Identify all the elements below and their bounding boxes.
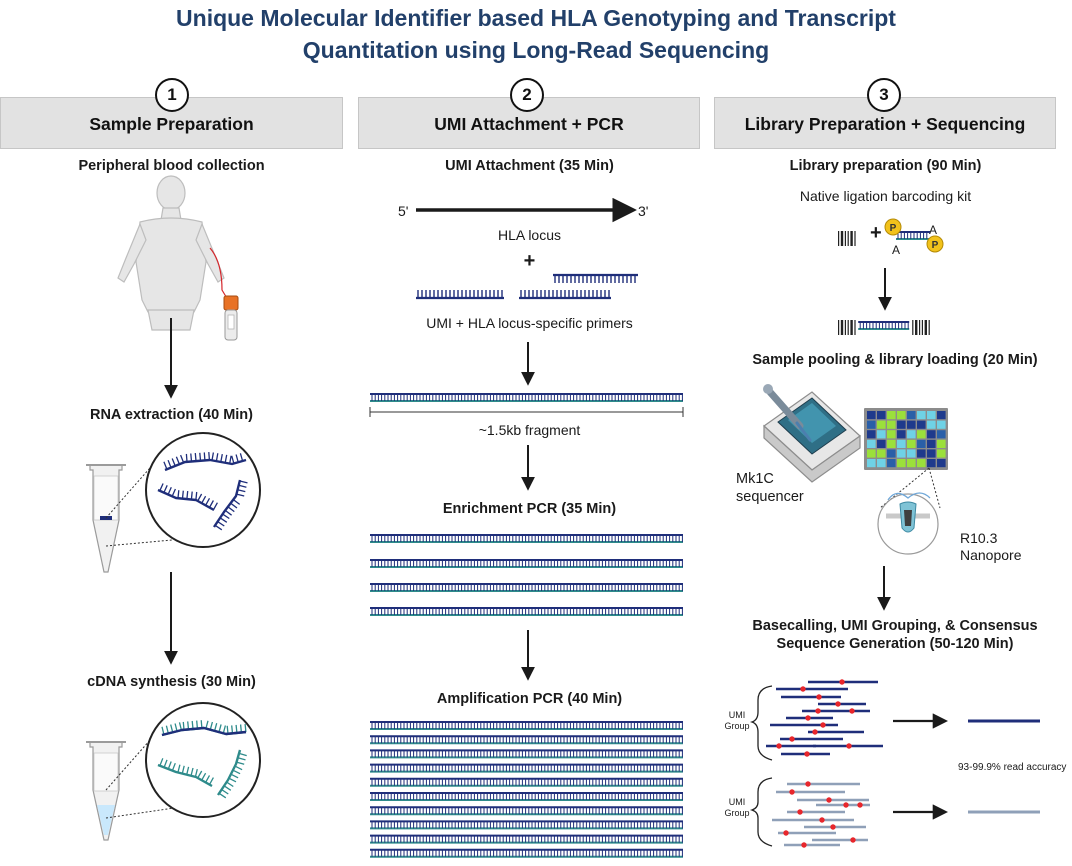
flowcell-grid-icon — [864, 408, 948, 470]
plus-sign: + — [523, 250, 536, 272]
ligated-barcode-icon — [838, 320, 930, 335]
umi-read — [786, 715, 833, 721]
five-prime-label: 5' — [398, 203, 409, 219]
adapter-duplex — [896, 231, 930, 240]
amplified-amplicon — [370, 834, 683, 844]
amplicon-fragment — [370, 393, 683, 402]
ligation-kit-label: Native ligation barcoding kit — [799, 188, 972, 204]
hla-locus-label: HLA locus — [497, 227, 562, 243]
rna-zoom-circle — [145, 432, 261, 548]
umi-read — [818, 701, 866, 707]
kit-plus-sign: + — [870, 222, 882, 244]
human-figure-icon — [117, 175, 225, 331]
enriched-amplicon — [370, 583, 683, 592]
ligated-insert — [858, 321, 910, 330]
amplified-amplicon — [370, 777, 683, 787]
cdna-strand-complement — [161, 726, 247, 737]
enriched-amplicon — [370, 607, 683, 616]
nanopore-label: R10.3 Nanopore — [960, 530, 1022, 563]
umi-read — [781, 751, 830, 757]
umi-read — [787, 809, 845, 815]
step-number-3: 3 — [867, 78, 901, 112]
pooling-loading-label: Sample pooling & library loading (20 Min… — [752, 352, 1038, 368]
primers-label: UMI + HLA locus-specific primers — [426, 315, 633, 331]
column-heading-1: Sample Preparation — [0, 97, 343, 149]
library-prep-label: Library preparation (90 Min) — [789, 158, 982, 174]
microtube-icon — [86, 741, 126, 841]
sequencer-label: Mk1C sequencer — [736, 471, 804, 505]
umi-group-brace — [749, 777, 773, 847]
umi-read — [776, 686, 848, 692]
amplified-amplicon — [370, 735, 683, 745]
umi-read — [804, 824, 866, 830]
svg-text:P: P — [890, 223, 897, 234]
blood-tube-icon — [209, 247, 239, 341]
amplification-pcr-label: Amplification PCR (40 Min) — [436, 691, 623, 707]
umi-read — [766, 743, 816, 749]
rna-strand — [213, 479, 248, 531]
column-heading-3: Library Preparation + Sequencing — [714, 97, 1056, 149]
umi-group-label-2: UMI Group — [724, 797, 750, 818]
cdna-strand — [217, 749, 247, 799]
title-line-1: Unique Molecular Identifier based HLA Ge… — [176, 5, 896, 31]
umi-read — [781, 694, 841, 700]
cdna-synthesis-label: cDNA synthesis (30 Min) — [87, 674, 256, 690]
amplified-amplicon — [370, 749, 683, 759]
enriched-amplicon — [370, 534, 683, 543]
amplified-amplicon — [370, 721, 683, 730]
umi-group-brace — [749, 685, 773, 761]
pipette-icon — [763, 384, 812, 442]
nanopore-icon — [886, 492, 931, 533]
rna-strand — [163, 452, 247, 472]
barcode-icon — [838, 231, 856, 246]
phosphate-icon: P P — [884, 218, 944, 253]
umi-primer — [553, 273, 638, 283]
amplified-amplicon — [370, 792, 683, 801]
adapter-a-right: A — [929, 223, 938, 237]
umi-read — [780, 736, 843, 742]
read-accuracy-label: 93-99.9% read accuracy — [958, 762, 1067, 773]
umi-primer — [416, 290, 504, 300]
umi-read — [772, 817, 854, 823]
amplified-amplicon — [370, 763, 683, 773]
title-line-2: Quantitation using Long-Read Sequencing — [302, 37, 770, 63]
enrichment-pcr-label: Enrichment PCR (35 Min) — [442, 501, 617, 517]
blood-collection-label: Peripheral blood collection — [78, 158, 265, 174]
umi-primer — [519, 290, 611, 300]
page-title: Unique Molecular Identifier based HLA Ge… — [0, 2, 1072, 66]
umi-read — [797, 797, 869, 803]
svg-text:P: P — [932, 240, 939, 251]
umi-group-label-1: UMI Group — [724, 710, 750, 731]
umi-attachment-label: UMI Attachment (35 Min) — [445, 158, 614, 174]
umi-read — [816, 802, 870, 808]
umi-read — [808, 679, 878, 685]
amplified-amplicon — [370, 820, 683, 830]
enriched-amplicon — [370, 559, 683, 568]
umi-read — [802, 708, 870, 714]
step-number-2: 2 — [510, 78, 544, 112]
rna-strand — [157, 483, 218, 512]
cdna-zoom-circle — [145, 702, 261, 818]
cdna-strand — [157, 758, 214, 788]
umi-read — [812, 837, 868, 843]
rna-extraction-label: RNA extraction (40 Min) — [89, 407, 253, 423]
umi-read — [787, 781, 860, 787]
umi-read — [784, 842, 840, 848]
basecalling-label: Basecalling, UMI Grouping, & Consensus S… — [752, 618, 1038, 652]
sequencer-device-icon — [763, 391, 861, 483]
microtube-icon — [86, 464, 126, 573]
amplified-amplicon — [370, 806, 683, 816]
fragment-label: ~1.5kb fragment — [478, 422, 581, 438]
umi-read — [776, 789, 845, 795]
step-number-1: 1 — [155, 78, 189, 112]
umi-read — [808, 729, 864, 735]
umi-read — [770, 722, 838, 728]
three-prime-label: 3' — [638, 203, 649, 219]
umi-read — [813, 743, 883, 749]
adapter-duplex — [896, 231, 930, 240]
umi-read — [778, 830, 836, 836]
adapter-a-left: A — [892, 243, 901, 257]
amplified-amplicon — [370, 848, 683, 858]
